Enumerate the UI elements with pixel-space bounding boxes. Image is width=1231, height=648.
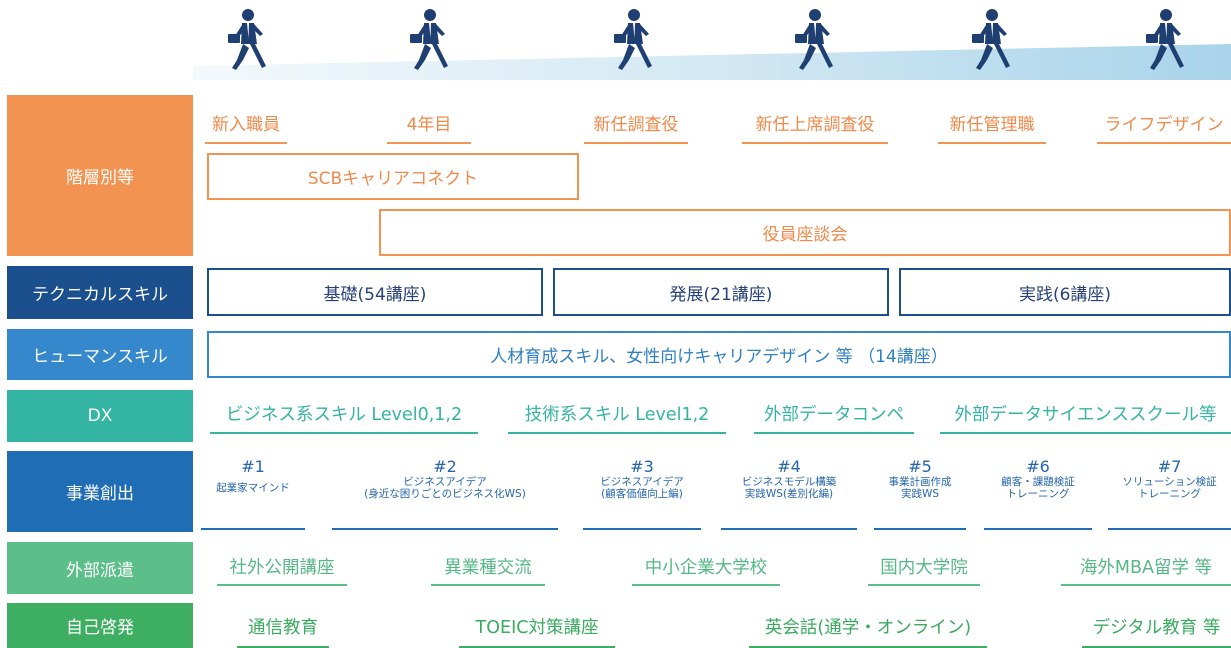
business-step-number: #7 — [1157, 457, 1182, 476]
business-step-1: #1 起業家マインド — [201, 457, 305, 530]
business-step-title: ビジネスモデル構築 — [741, 476, 837, 489]
business-step-4: #4 ビジネスモデル構築 実践WS(差別化編) — [721, 457, 857, 530]
business-step-subtitle: トレーニング — [1138, 488, 1201, 501]
progression-band — [193, 44, 1231, 80]
businessman-walking-icon — [228, 9, 266, 70]
business-step-subtitle: 実践WS — [900, 488, 940, 501]
business-step-title: ビジネスアイデア — [403, 476, 487, 489]
business-step-number: #1 — [241, 457, 265, 476]
stage-life-design: ライフデザイン — [1097, 110, 1231, 144]
technical-advanced: 発展(21講座) — [553, 268, 889, 316]
business-step-7: #7 ソリューション検証 トレーニング — [1108, 457, 1231, 530]
self-digital-education: デジタル教育 等 — [1082, 614, 1231, 648]
business-step-number: #5 — [908, 457, 932, 476]
row-label-self: 自己啓発 — [7, 603, 193, 648]
technical-basic: 基礎(54講座) — [207, 268, 543, 316]
business-step-3: #3 ビジネスアイデア (顧客価値向上編) — [583, 457, 701, 530]
dispatch-overseas-mba: 海外MBA留学 等 — [1061, 554, 1231, 586]
business-step-subtitle: 実践WS(差別化編) — [744, 488, 834, 501]
self-english-conversation: 英会話(通学・オンライン) — [749, 614, 987, 648]
row-label-dx: DX — [7, 390, 193, 442]
dispatch-sme-university: 中小企業大学校 — [632, 554, 780, 586]
business-step-title: 起業家マインド — [216, 482, 290, 495]
stage-4th-year: 4年目 — [387, 110, 471, 144]
dx-technical-skills: 技術系スキル Level1,2 — [508, 401, 726, 434]
business-step-6: #6 顧客・課題検証 トレーニング — [984, 457, 1092, 530]
program-career-connect: SCBキャリアコネクト — [207, 153, 579, 200]
stage-new-research-officer: 新任調査役 — [584, 110, 688, 144]
row-label-technical: テクニカルスキル — [7, 266, 193, 319]
human-skills: 人材育成スキル、女性向けキャリアデザイン 等 （14講座） — [207, 331, 1231, 378]
stage-new-senior-research-officer: 新任上席調査役 — [742, 110, 888, 144]
business-step-subtitle: (身近な困りごとのビジネス化WS) — [364, 488, 526, 501]
row-label-dispatch: 外部派遣 — [7, 542, 193, 594]
dispatch-domestic-graduate-school: 国内大学院 — [868, 554, 980, 586]
dx-business-skills: ビジネス系スキル Level0,1,2 — [210, 401, 478, 434]
business-step-number: #4 — [777, 457, 801, 476]
self-toeic-course: TOEIC対策講座 — [459, 614, 615, 648]
business-step-title: ソリューション検証 — [1122, 476, 1217, 489]
business-step-title: 顧客・課題検証 — [1001, 476, 1075, 489]
row-label-business: 事業創出 — [7, 451, 193, 532]
businessman-walking-icon — [795, 9, 833, 70]
business-step-2: #2 ビジネスアイデア (身近な困りごとのビジネス化WS) — [332, 457, 558, 530]
row-label-rank: 階層別等 — [7, 95, 193, 256]
business-step-subtitle: トレーニング — [1006, 488, 1070, 501]
business-step-number: #6 — [1026, 457, 1050, 476]
self-correspondence-education: 通信教育 — [237, 614, 329, 648]
dx-external-data-competition: 外部データコンペ — [754, 401, 914, 434]
stage-new-employee: 新入職員 — [205, 110, 287, 144]
program-executive-talk: 役員座談会 — [379, 209, 1231, 256]
technical-practice: 実践(6講座) — [899, 268, 1231, 316]
business-step-title: ビジネスアイデア — [600, 476, 684, 489]
row-label-human: ヒューマンスキル — [7, 329, 193, 380]
dispatch-public-courses: 社外公開講座 — [217, 554, 347, 586]
stage-new-manager: 新任管理職 — [938, 110, 1046, 144]
businessman-walking-icon — [972, 9, 1010, 70]
business-step-number: #2 — [433, 457, 457, 476]
businessman-walking-icon — [614, 9, 652, 70]
business-step-5: #5 事業計画作成 実践WS — [874, 457, 966, 530]
business-step-title: 事業計画作成 — [888, 476, 952, 489]
business-step-subtitle: (顧客価値向上編) — [601, 488, 683, 501]
dispatch-cross-industry-exchange: 異業種交流 — [431, 554, 545, 586]
businessman-walking-icon — [410, 9, 448, 70]
dx-external-data-science-school: 外部データサイエンススクール等 — [940, 401, 1231, 434]
business-step-number: #3 — [630, 457, 654, 476]
businessman-walking-icon — [1146, 9, 1184, 70]
